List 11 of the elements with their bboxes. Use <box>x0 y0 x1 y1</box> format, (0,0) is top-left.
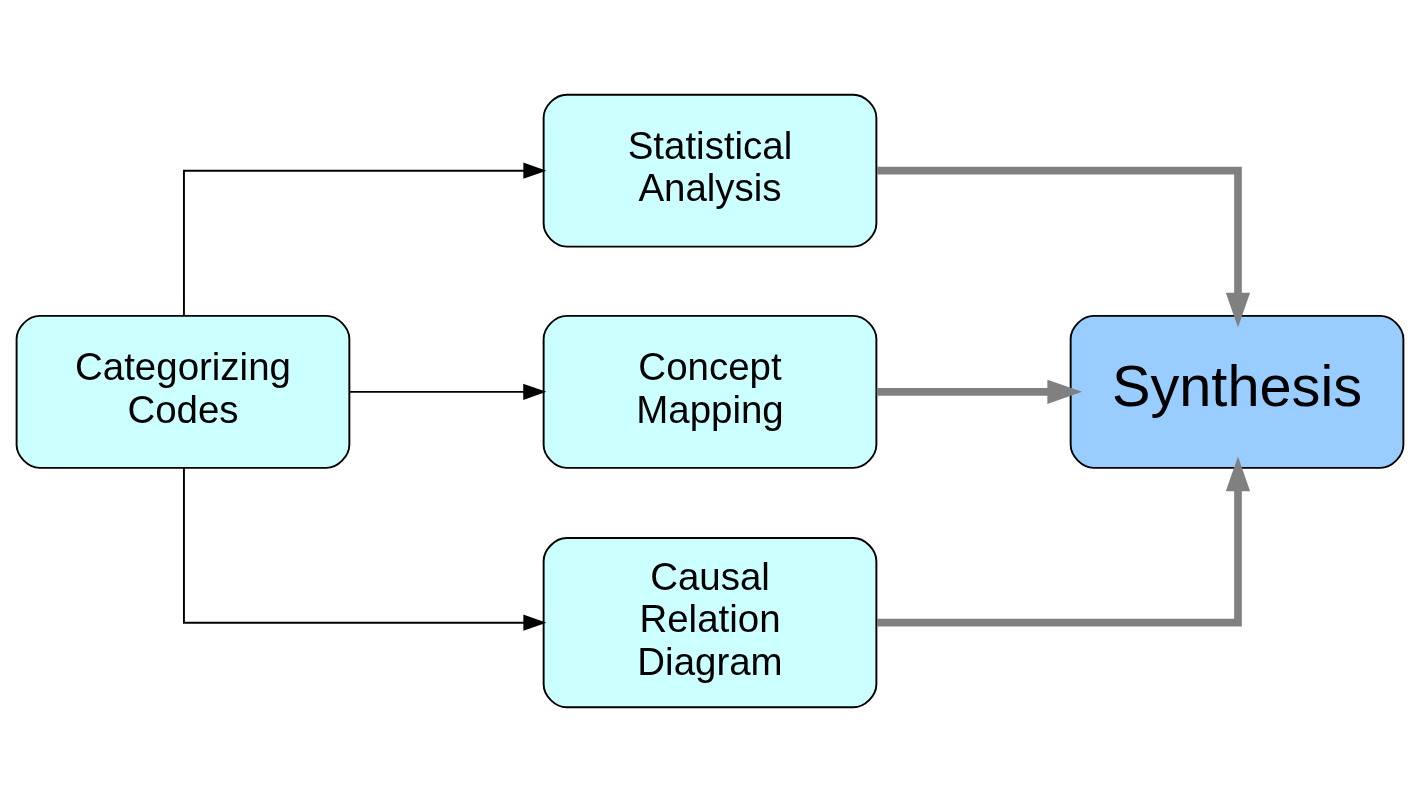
arrow <box>877 455 1251 627</box>
node-box: Concept Mapping <box>542 314 878 469</box>
arrow <box>877 166 1251 327</box>
node-box: Categorizing Codes <box>15 314 351 469</box>
arrow <box>876 379 1083 404</box>
arrow <box>348 383 547 400</box>
node-box: Statistical Analysis <box>542 93 878 248</box>
arrow <box>183 466 547 631</box>
arrow <box>183 162 547 317</box>
node-box: Causal Relation Diagram <box>542 536 878 708</box>
node-box: Synthesis <box>1069 314 1405 469</box>
